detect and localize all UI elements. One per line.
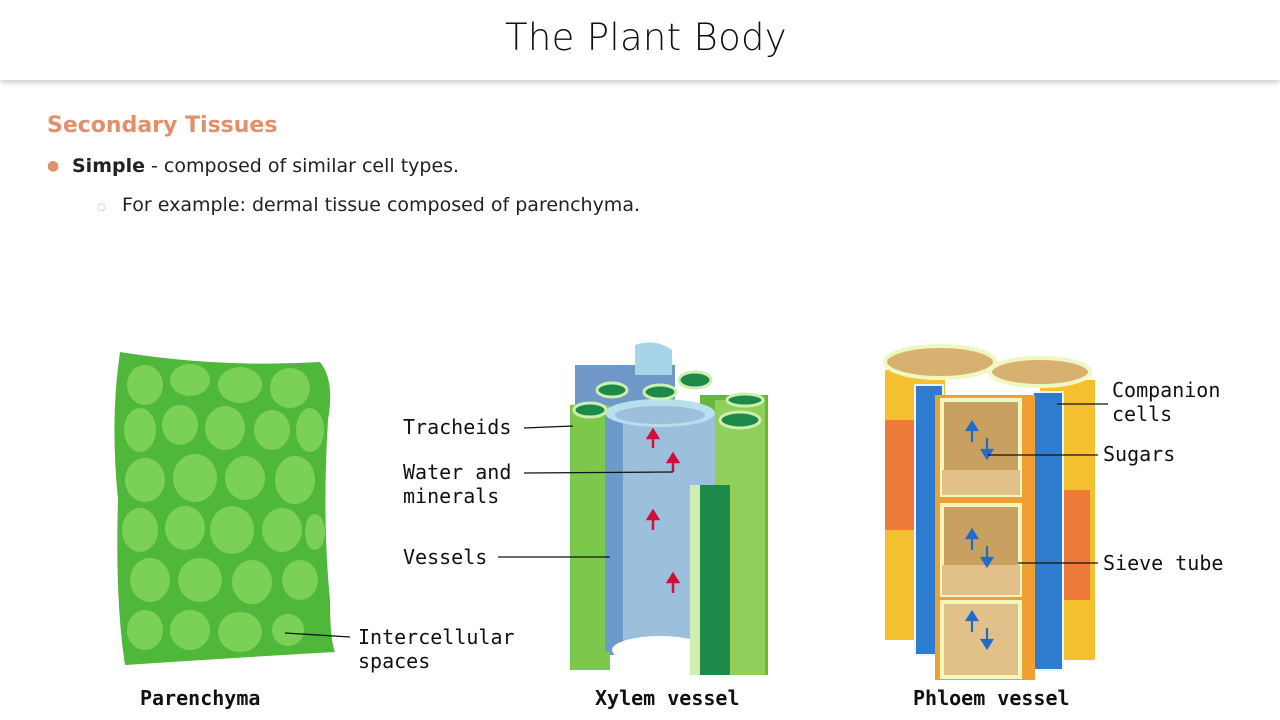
bullet-term: Simple: [72, 155, 145, 177]
caption-xylem: Xylem vessel: [595, 686, 740, 710]
label-vessels: Vessels: [403, 545, 488, 569]
caption-phloem: Phloem vessel: [913, 686, 1070, 710]
slide-header: The Plant Body: [0, 0, 1280, 80]
label-sieve-tube: Sieve tube: [1103, 551, 1224, 575]
section-title: Secondary Tissues: [47, 113, 278, 138]
sub-bullet-text: For example: dermal tissue composed of p…: [122, 194, 641, 216]
phloem-illustration: [883, 344, 1108, 680]
slide-title: The Plant Body: [504, 16, 787, 59]
bullet-text: - composed of similar cell types.: [145, 155, 460, 177]
label-tracheids: Tracheids: [403, 415, 512, 439]
parenchyma-illustration: [114, 352, 351, 665]
caption-parenchyma: Parenchyma: [140, 686, 261, 710]
bullet-dot-icon: ●: [47, 158, 60, 174]
sub-bullet-circle-icon: ○: [97, 202, 106, 213]
xylem-illustration: [498, 342, 768, 675]
label-sugars: Sugars: [1103, 442, 1176, 466]
